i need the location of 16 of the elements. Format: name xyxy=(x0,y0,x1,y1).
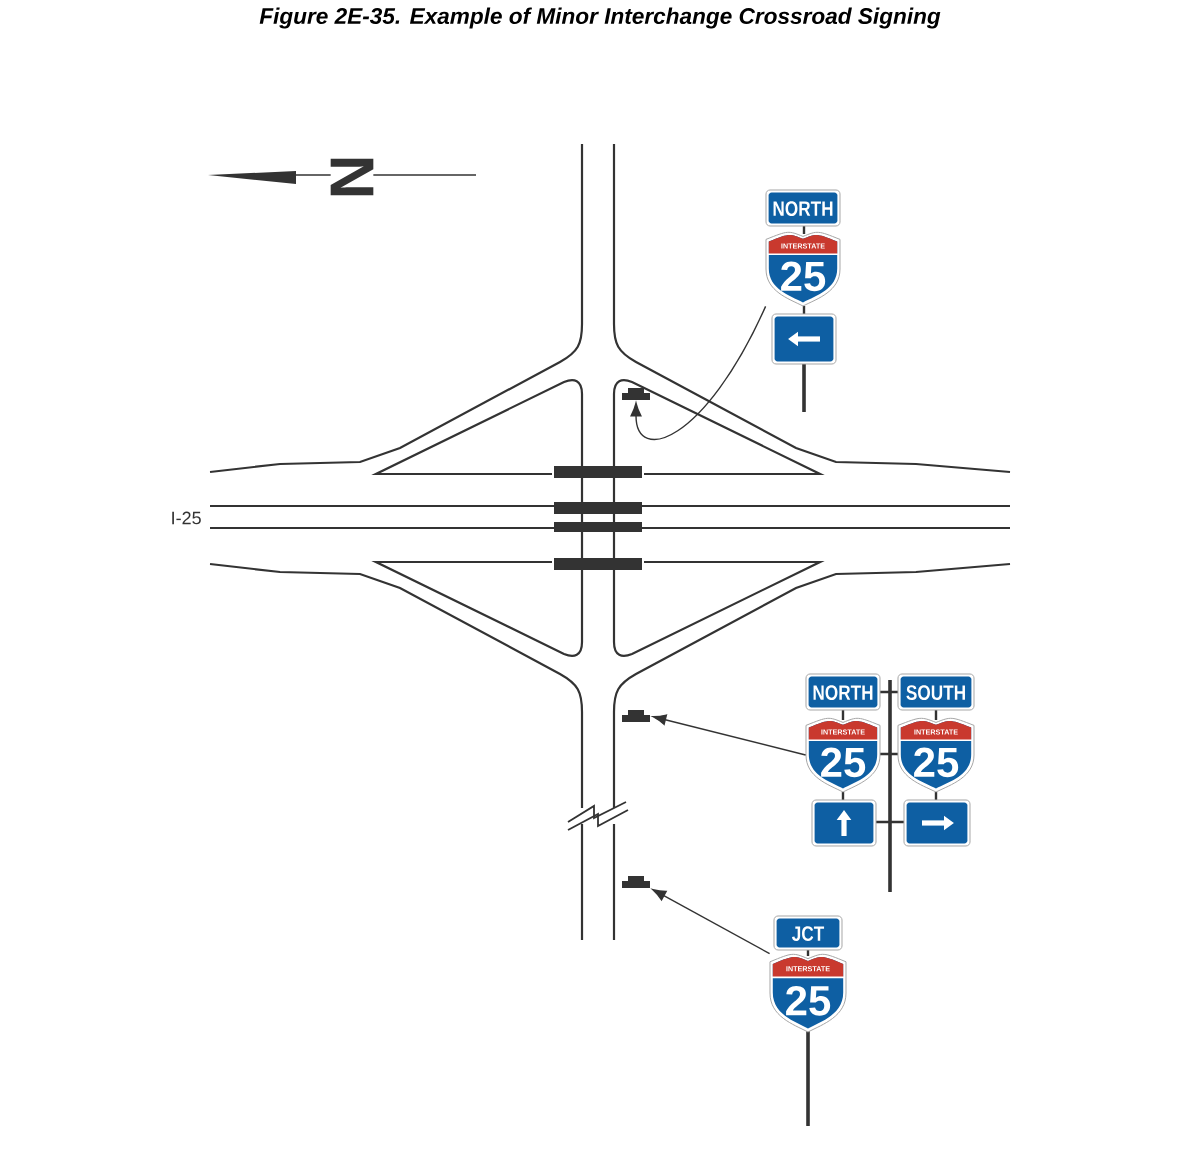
direction-sign: NORTH xyxy=(765,189,841,227)
arrow-sign xyxy=(771,313,837,365)
arrow-sign xyxy=(903,799,971,847)
road-label: I-25 xyxy=(172,511,201,525)
arrow-sign xyxy=(811,799,877,847)
sign-marker xyxy=(622,710,650,722)
direction-sign: JCT xyxy=(773,915,843,951)
leader-line xyxy=(652,714,807,756)
direction-sign: SOUTH xyxy=(897,673,975,711)
leader-line xyxy=(652,889,771,955)
sign-marker xyxy=(622,876,650,888)
leader-line xyxy=(630,305,767,441)
direction-sign: NORTH xyxy=(805,673,881,711)
sign-marker xyxy=(622,388,650,400)
figure-title: Figure 2E-35. Example of Minor Interchange Crossroad Signing xyxy=(259,7,941,29)
north-letter: N xyxy=(330,154,374,200)
